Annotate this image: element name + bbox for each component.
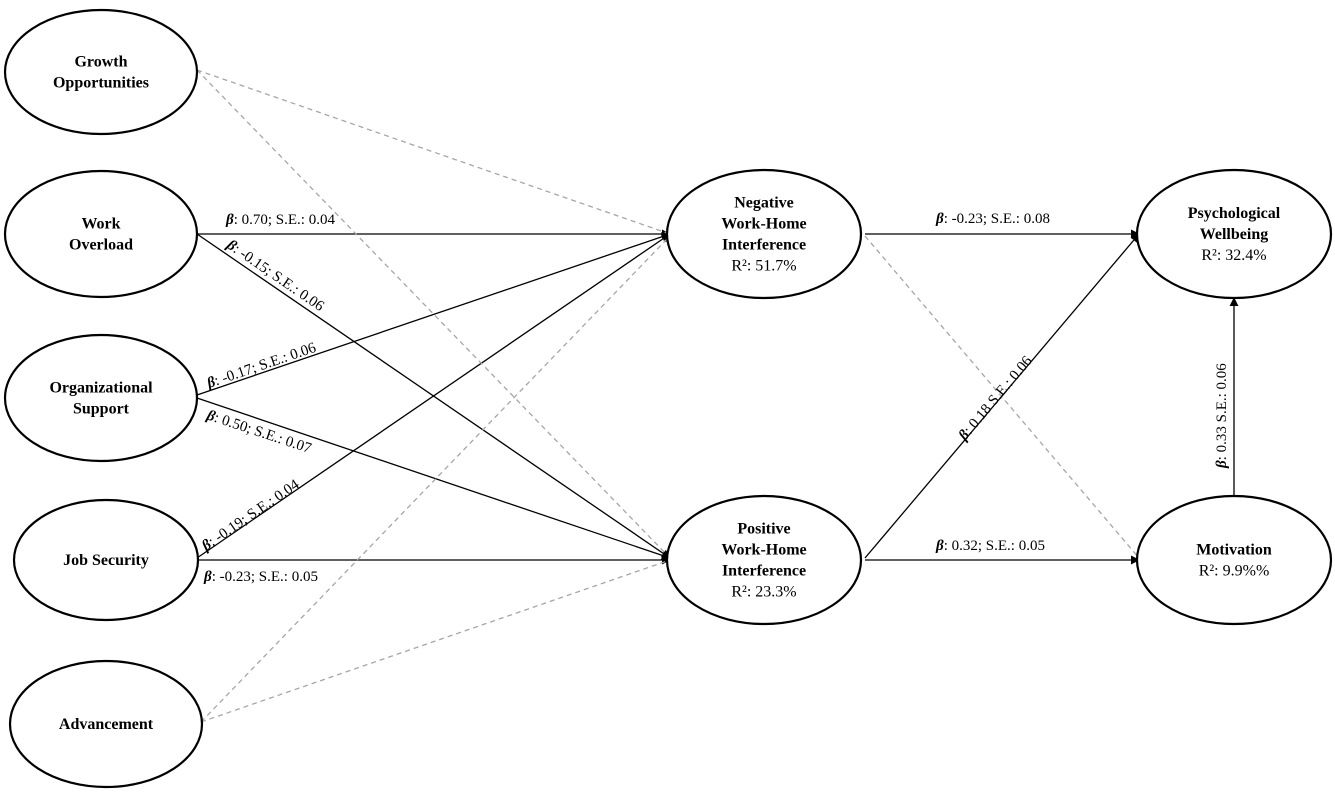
construct-label-wellbeing-0: Psychological [1188, 205, 1281, 222]
path-coefficient-security-to-nwhi: β: -0.19; S.E.: 0.04 [198, 476, 302, 554]
r-squared-pwhi: R²: 23.3% [731, 584, 796, 601]
construct-label-support-0: Organizational [49, 380, 153, 397]
construct-label-overload-1: Overload [69, 237, 133, 254]
construct-ellipse-wellbeing [1135, 168, 1333, 300]
construct-label-nwhi-2: Interference [722, 237, 806, 254]
construct-ellipse-growth [3, 8, 199, 136]
construct-ellipse-support [3, 333, 199, 463]
construct-label-motivation-0: Motivation [1196, 542, 1272, 559]
path-coefficient-support-to-nwhi: β: -0.17; S.E.: 0.06 [204, 340, 318, 392]
construct-ellipse-nwhi [665, 168, 863, 300]
path-arrow-growth-to-nwhi [196, 69, 671, 235]
construct-advancement: Advancement [8, 659, 204, 789]
construct-ellipse-pwhi [665, 494, 863, 626]
r-squared-wellbeing: R²: 32.4% [1201, 247, 1266, 264]
path-arrow-pwhi-to-wellbeing [864, 233, 1140, 559]
construct-label-pwhi-2: Interference [722, 563, 806, 580]
path-arrow-advancement-to-pwhi [200, 559, 671, 723]
path-arrow-support-to-nwhi [196, 232, 671, 396]
path-coefficient-overload-to-pwhi: β: -0.15; S.E.: 0.06 [223, 237, 327, 316]
construct-label-wellbeing-1: Wellbeing [1200, 226, 1268, 243]
nodes-layer: GrowthOpportunitiesWorkOverloadOrganizat… [3, 8, 1333, 789]
construct-ellipse-advancement [8, 659, 204, 789]
construct-ellipse-overload [3, 169, 199, 299]
construct-label-nwhi-1: Work-Home [721, 216, 806, 233]
construct-label-overload-0: Work [81, 216, 120, 233]
path-coefficient-overload-to-nwhi: β: 0.70; S.E.: 0.04 [225, 212, 335, 228]
path-arrow-advancement-to-nwhi [200, 235, 671, 723]
construct-label-growth-0: Growth [74, 54, 127, 71]
construct-label-growth-1: Opportunities [53, 75, 149, 92]
path-coefficient-pwhi-to-motivation: β: 0.32; S.E.: 0.05 [935, 538, 1045, 554]
path-coefficient-nwhi-to-wellbeing: β: -0.23; S.E.: 0.08 [935, 211, 1050, 227]
path-arrow-support-to-pwhi [196, 397, 671, 560]
r-squared-nwhi: R²: 51.7% [731, 258, 796, 275]
path-coefficient-security-to-pwhi: β: -0.23; S.E.: 0.05 [203, 569, 318, 585]
construct-label-security-0: Job Security [63, 552, 149, 569]
path-coefficient-motivation-to-wellbeing: β: 0.33 S.E.: 0.06 [1214, 363, 1230, 469]
construct-label-support-1: Support [73, 401, 130, 418]
construct-label-pwhi-0: Positive [737, 521, 790, 538]
path-arrow-security-to-nwhi [196, 233, 671, 559]
edges-layer [196, 69, 1239, 723]
construct-security: Job Security [12, 498, 200, 622]
construct-label-nwhi-0: Negative [734, 195, 794, 212]
r-squared-motivation: R²: 9.9%% [1199, 563, 1270, 580]
construct-label-pwhi-1: Work-Home [721, 542, 806, 559]
construct-ellipse-security [12, 498, 200, 622]
construct-label-advancement-0: Advancement [59, 716, 154, 733]
path-coefficient-pwhi-to-wellbeing: β: 0.18 S.E.: 0.06 [955, 353, 1036, 445]
construct-ellipse-motivation [1135, 494, 1333, 626]
